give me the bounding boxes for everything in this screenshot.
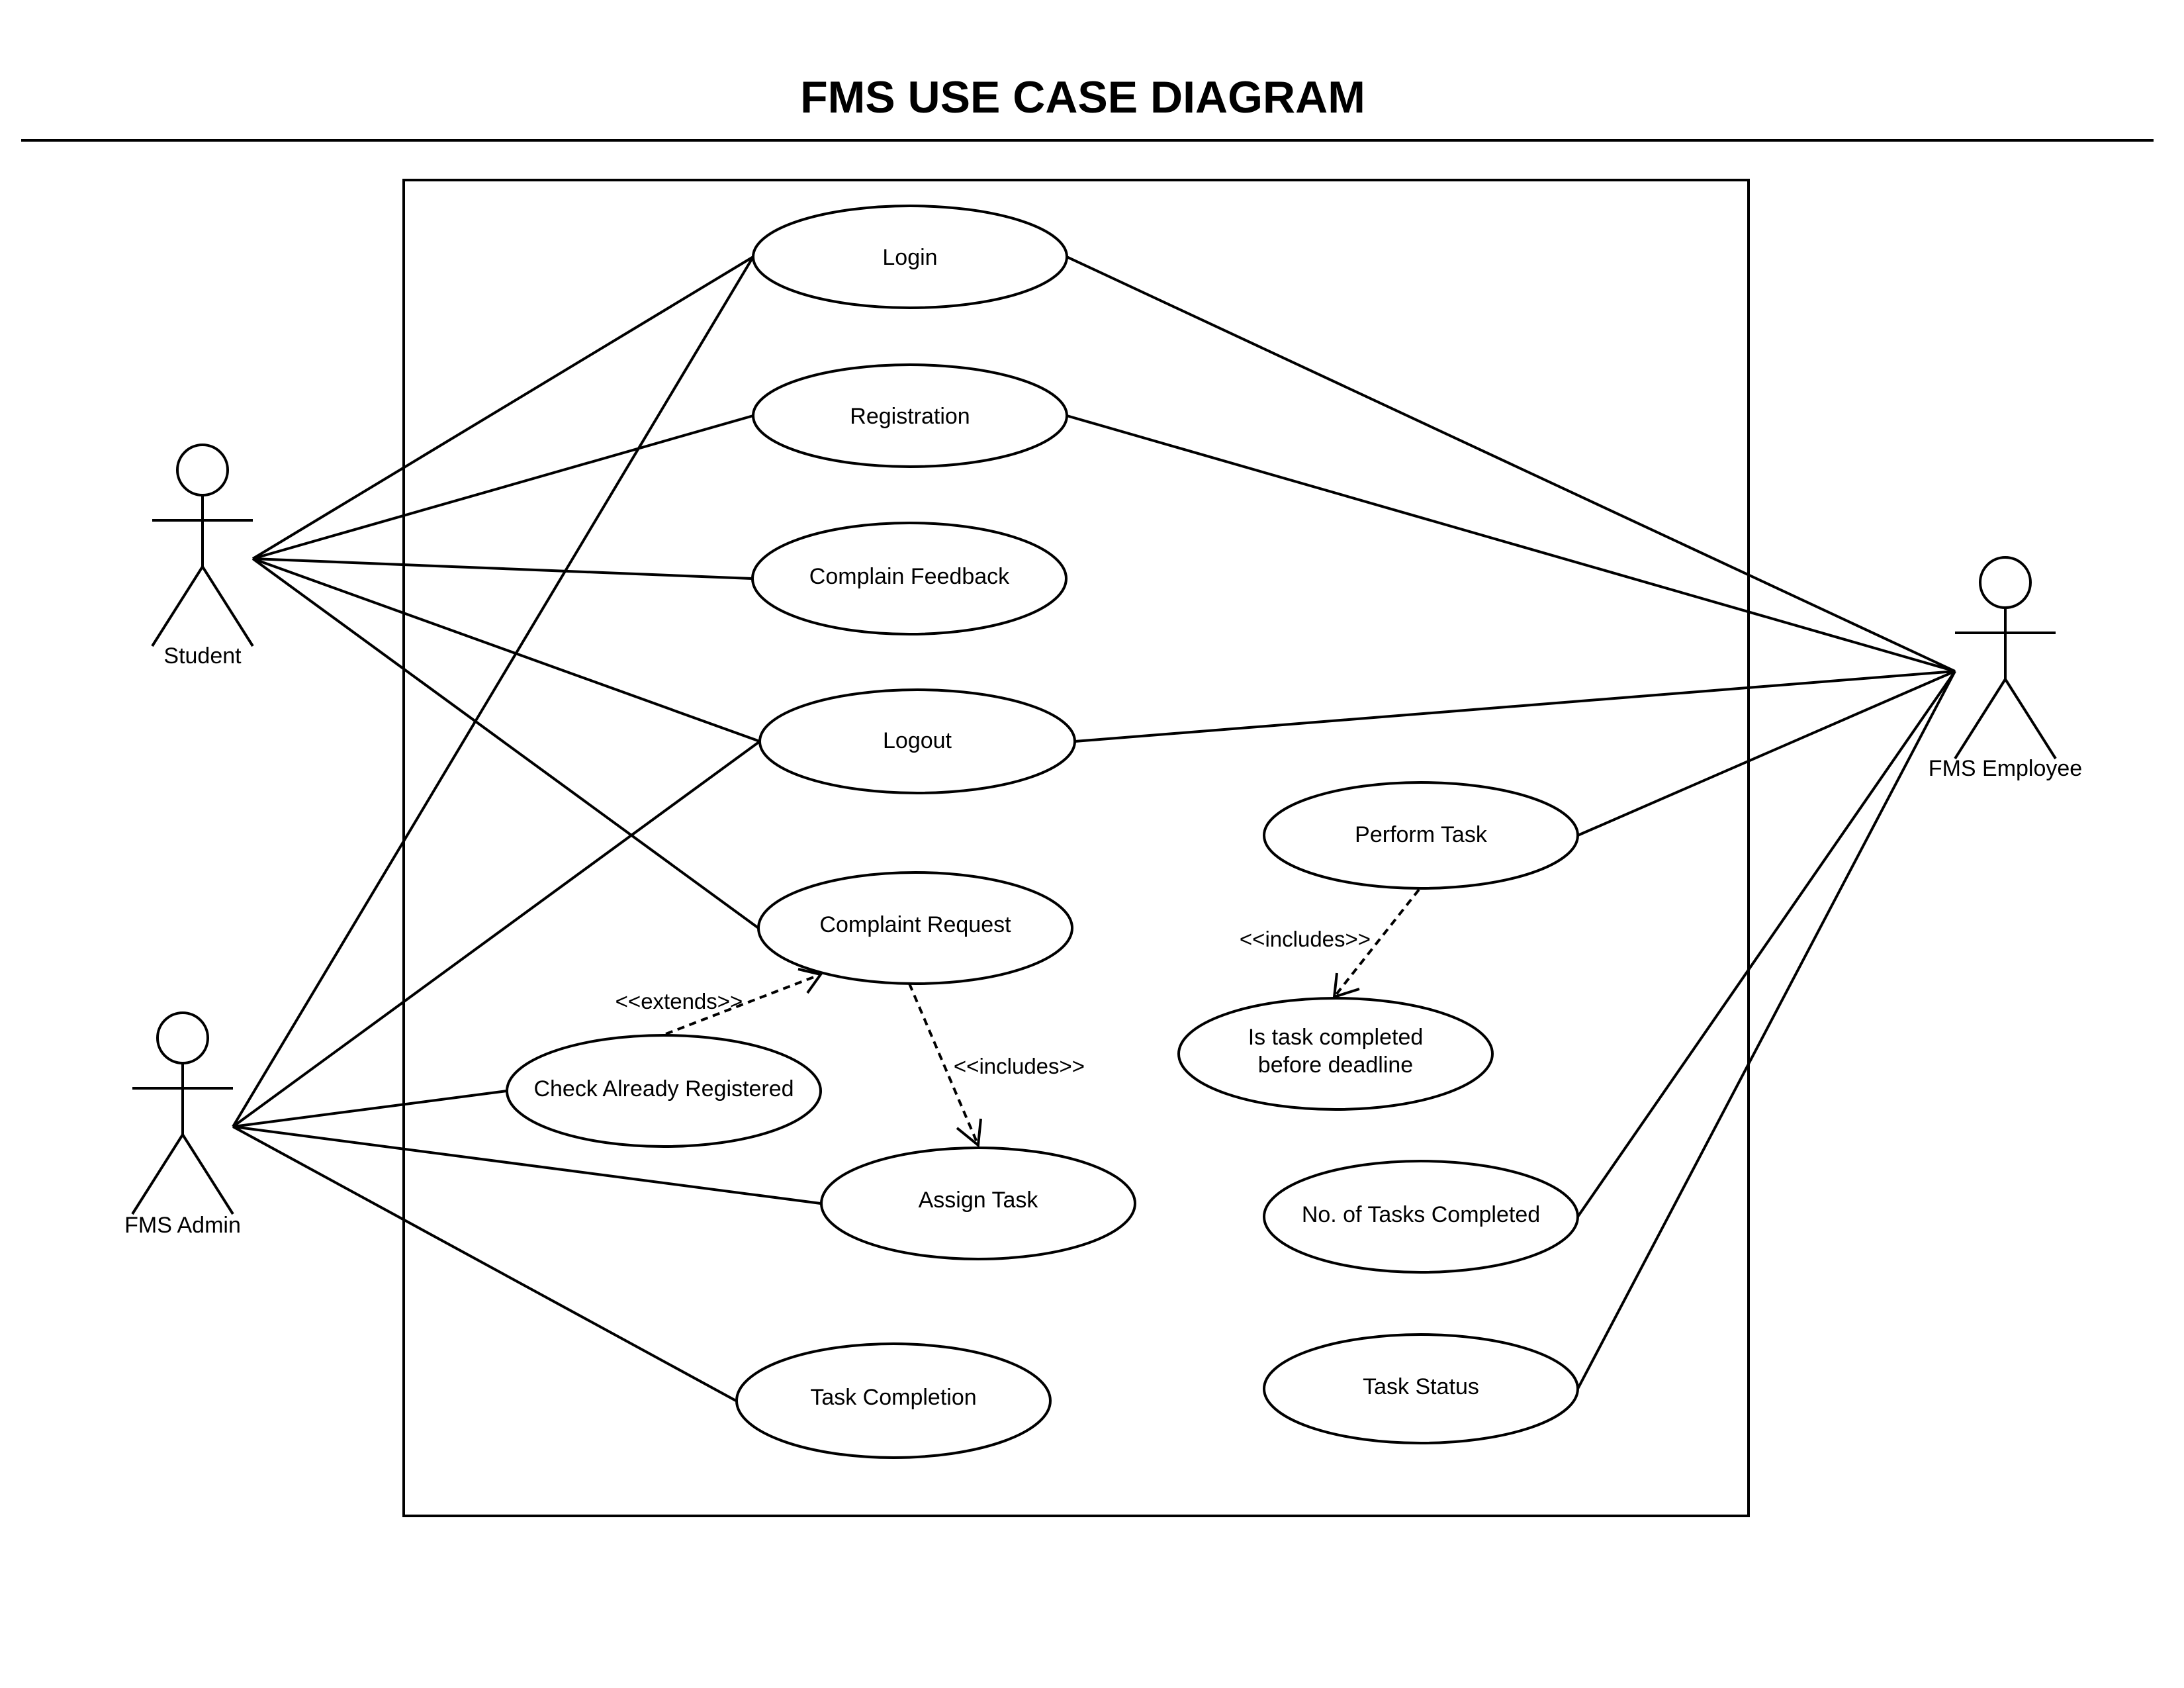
svg-text:Task Completion: Task Completion (810, 1385, 976, 1410)
use-case-logout: Logout (758, 688, 1076, 794)
system-boundary (402, 179, 1750, 1517)
use-case-login: Login (752, 205, 1068, 309)
includes-assign-relationship: <<includes>> (908, 983, 1085, 1148)
actor-student: Student (151, 444, 254, 669)
svg-text:Login: Login (882, 245, 937, 270)
svg-text:No. of Tasks Completed: No. of Tasks Completed (1302, 1202, 1540, 1227)
admin-associations (232, 256, 821, 1402)
svg-text:Is task completed: Is task completed (1248, 1025, 1424, 1050)
use-case-tasks-completed-count: No. of Tasks Completed (1263, 1160, 1579, 1274)
actor-fms-employee: FMS Employee (1929, 556, 2082, 781)
svg-text:Task Status: Task Status (1363, 1374, 1479, 1399)
svg-text:<<includes>>: <<includes>> (1240, 927, 1371, 951)
use-case-registration: Registration (752, 363, 1068, 468)
svg-text:<<includes>>: <<includes>> (954, 1054, 1085, 1078)
svg-text:Logout: Logout (883, 728, 952, 753)
use-case-complaint-request: Complaint Request (757, 871, 1073, 985)
svg-text:Assign Task: Assign Task (919, 1188, 1039, 1213)
student-associations (251, 256, 760, 929)
svg-text:Perform Task: Perform Task (1355, 822, 1488, 847)
includes-deadline-relationship: <<includes>> (1240, 888, 1420, 999)
use-case-perform-task: Perform Task (1263, 781, 1579, 890)
use-case-task-completion: Task Completion (735, 1342, 1052, 1459)
svg-text:Check Already Registered: Check Already Registered (533, 1076, 794, 1102)
use-case-check-already-registered: Check Already Registered (506, 1034, 822, 1148)
employee-associations (1066, 256, 1956, 1389)
svg-text:<<extends>>: <<extends>> (615, 989, 743, 1013)
svg-text:Registration: Registration (850, 404, 970, 429)
svg-text:Student: Student (163, 643, 242, 669)
svg-text:Complain Feedback: Complain Feedback (809, 564, 1010, 589)
extends-relationship: <<extends>> (615, 968, 823, 1035)
svg-text:FMS Admin: FMS Admin (124, 1213, 241, 1238)
use-case-complain-feedback: Complain Feedback (751, 522, 1068, 635)
use-case-task-status: Task Status (1263, 1333, 1579, 1444)
use-case-task-before-deadline: Is task completed before deadline (1177, 997, 1494, 1111)
use-case-assign-task: Assign Task (820, 1147, 1136, 1260)
svg-text:Complaint Request: Complaint Request (819, 912, 1011, 937)
actor-fms-admin: FMS Admin (124, 1011, 241, 1238)
svg-text:before deadline: before deadline (1258, 1053, 1413, 1078)
svg-text:FMS Employee: FMS Employee (1929, 756, 2082, 781)
diagram-title: FMS USE CASE DIAGRAM (800, 72, 1365, 122)
